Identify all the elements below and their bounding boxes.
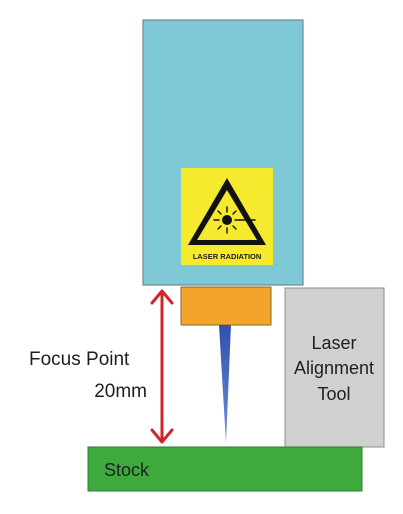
alignment-tool-label-line3: Tool bbox=[317, 384, 350, 404]
focus-distance-arrow bbox=[150, 289, 174, 444]
laser-alignment-tool bbox=[284, 287, 385, 448]
stock-block bbox=[87, 446, 363, 492]
focus-point-label: Focus Point bbox=[29, 349, 130, 370]
alignment-tool-label-line2: Alignment bbox=[294, 358, 374, 378]
warning-sign-text: LASER RADIATION bbox=[193, 252, 262, 261]
laser-beam bbox=[219, 325, 231, 443]
laser-warning-sign: LASER RADIATION bbox=[181, 168, 273, 265]
laser-nozzle bbox=[180, 286, 272, 326]
focus-distance-label: 20mm bbox=[94, 381, 147, 402]
stock-label: Stock bbox=[104, 460, 150, 480]
alignment-tool-label-line1: Laser bbox=[311, 333, 356, 353]
laser-warning-icon bbox=[188, 178, 266, 245]
